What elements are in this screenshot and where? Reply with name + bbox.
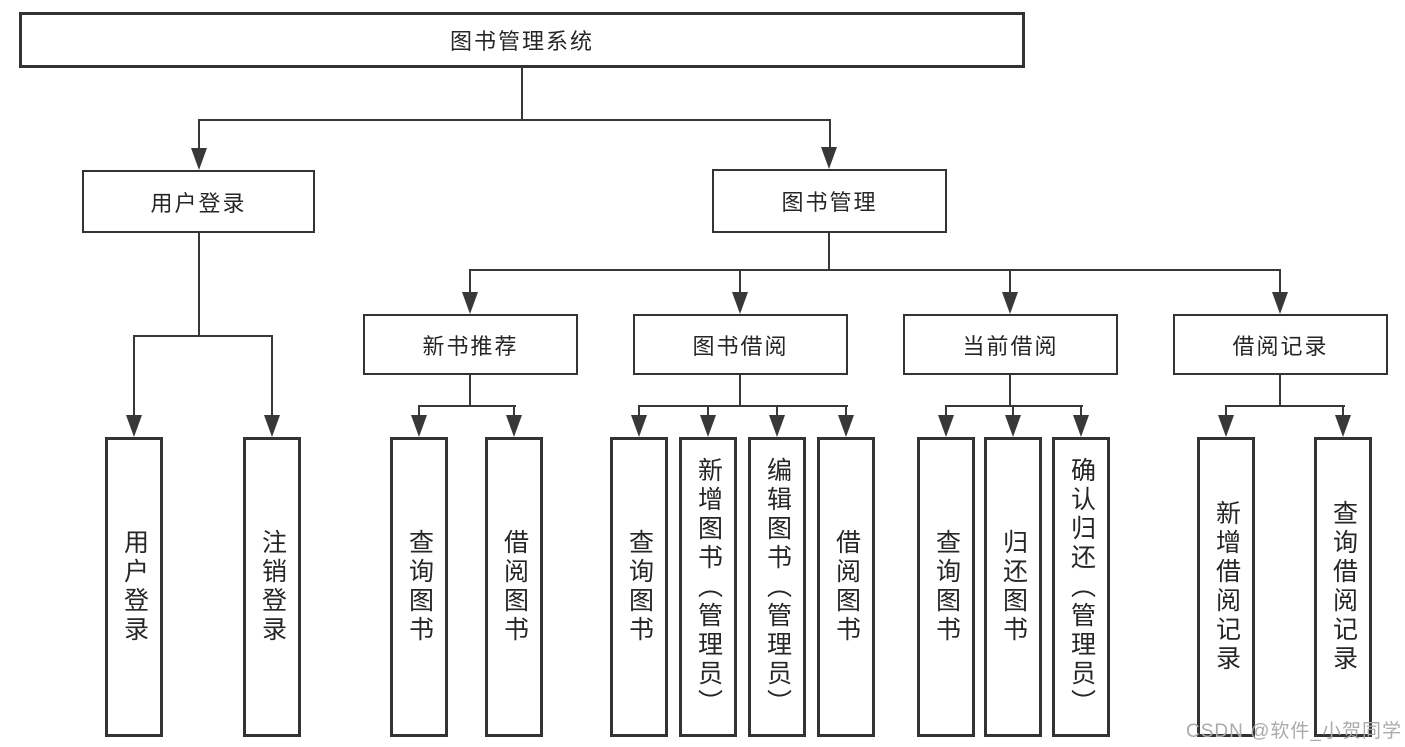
connector-line (1342, 405, 1344, 417)
watermark: CSDN @软件_小贺同学 (1186, 721, 1402, 742)
connector-line (198, 233, 200, 337)
leaf-query-borrow-record: 查询借阅记录 (1314, 437, 1372, 737)
arrowhead-icon (1335, 415, 1351, 437)
leaf-borrow-books-recommend: 借阅图书 (485, 437, 543, 737)
connector-line (829, 119, 831, 150)
connector-line (739, 269, 741, 294)
leaf-logout: 注销登录 (243, 437, 301, 737)
arrowhead-icon (1073, 415, 1089, 437)
leaf-query-books-current: 查询图书 (917, 437, 975, 737)
connector-line (418, 405, 516, 407)
connector-line (133, 335, 135, 416)
node-borrowing-records: 借阅记录 (1173, 314, 1388, 375)
connector-line (1225, 405, 1227, 417)
connector-line (945, 405, 947, 417)
arrowhead-icon (821, 147, 837, 169)
arrowhead-icon (411, 415, 427, 437)
connector-line (1279, 375, 1281, 407)
arrowhead-icon (769, 415, 785, 437)
arrowhead-icon (631, 415, 647, 437)
arrowhead-icon (506, 415, 522, 437)
leaf-query-books-recommend: 查询图书 (390, 437, 448, 737)
leaf-add-books-admin: 新增图书（管理员） (679, 437, 737, 737)
arrowhead-icon (126, 415, 142, 437)
node-book-management: 图书管理 (712, 169, 947, 233)
connector-line (1009, 269, 1011, 294)
connector-line (469, 375, 471, 407)
connector-line (271, 335, 273, 416)
connector-line (521, 68, 523, 121)
node-book-borrowing: 图书借阅 (633, 314, 848, 375)
leaf-add-borrow-record: 新增借阅记录 (1197, 437, 1255, 737)
arrowhead-icon (838, 415, 854, 437)
arrowhead-icon (1005, 415, 1021, 437)
arrowhead-icon (1272, 292, 1288, 314)
leaf-borrow-books-borrowing: 借阅图书 (817, 437, 875, 737)
arrowhead-icon (462, 292, 478, 314)
connector-line (707, 405, 709, 417)
connector-line (945, 405, 1083, 407)
connector-line (418, 405, 420, 417)
node-library-management-system: 图书管理系统 (19, 12, 1025, 68)
arrowhead-icon (1002, 292, 1018, 314)
connector-line (828, 232, 830, 271)
node-user-login: 用户登录 (82, 170, 315, 233)
connector-line (845, 405, 847, 417)
arrowhead-icon (1218, 415, 1234, 437)
connector-line (638, 405, 640, 417)
connector-line (776, 405, 778, 417)
connector-line (1279, 269, 1281, 294)
arrowhead-icon (700, 415, 716, 437)
connector-line (133, 335, 273, 337)
connector-line (198, 119, 831, 121)
connector-line (1009, 375, 1011, 407)
connector-line (638, 405, 848, 407)
leaf-edit-books-admin: 编辑图书（管理员） (748, 437, 806, 737)
node-new-book-recommendation: 新书推荐 (363, 314, 578, 375)
connector-line (1012, 405, 1014, 417)
connector-line (198, 119, 200, 150)
connector-line (1225, 405, 1345, 407)
arrowhead-icon (732, 292, 748, 314)
leaf-return-books: 归还图书 (984, 437, 1042, 737)
connector-line (739, 375, 741, 407)
connector-line (1080, 405, 1082, 417)
leaf-confirm-return-admin: 确认归还（管理员） (1052, 437, 1110, 737)
connector-line (469, 269, 1281, 271)
arrowhead-icon (264, 415, 280, 437)
arrowhead-icon (191, 148, 207, 170)
node-current-borrowing: 当前借阅 (903, 314, 1118, 375)
arrowhead-icon (938, 415, 954, 437)
connector-line (513, 405, 515, 417)
leaf-query-books-borrowing: 查询图书 (610, 437, 668, 737)
connector-line (469, 269, 471, 294)
leaf-user-login: 用户登录 (105, 437, 163, 737)
